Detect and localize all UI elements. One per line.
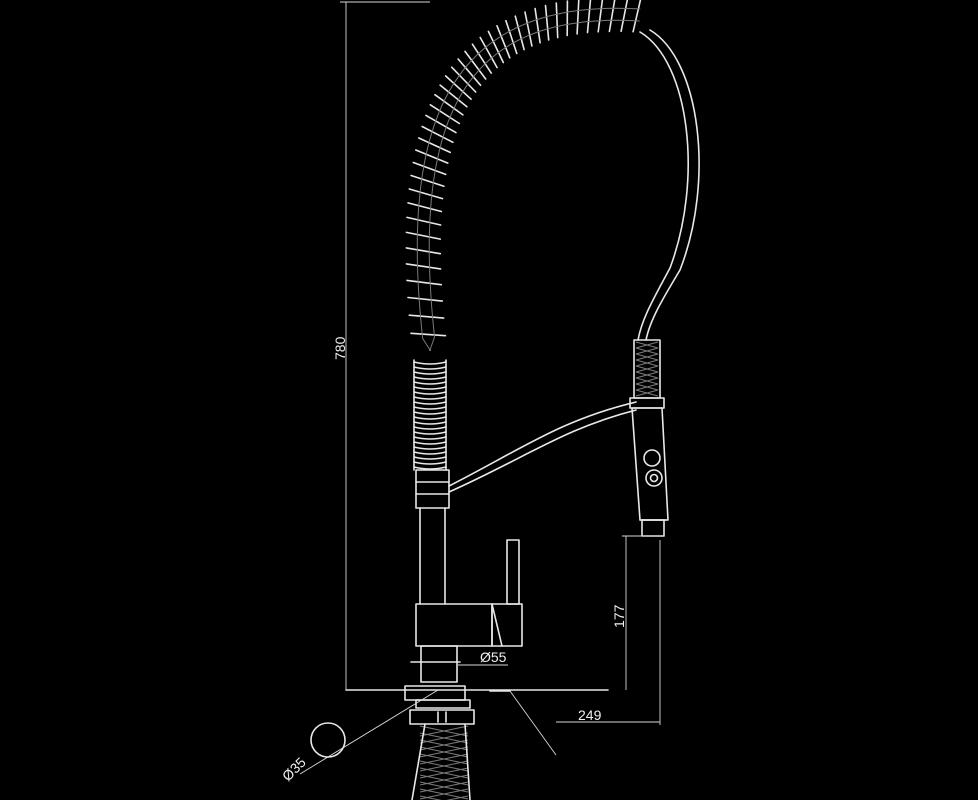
hole-symbol (310, 722, 346, 758)
lever-handle (506, 539, 520, 605)
corrugated-hose (413, 359, 447, 471)
dim-spray-height: 177 (611, 604, 627, 628)
spray-arm (448, 401, 637, 493)
spray-button-bottom (645, 469, 663, 487)
dim-total-height: 780 (332, 336, 348, 360)
mixer-body (410, 539, 523, 683)
dim-reach: 249 (578, 707, 602, 723)
spring-coil (405, 0, 642, 351)
dim-base-diameter: Ø55 (480, 649, 507, 665)
dimension-lines (299, 1, 661, 775)
flex-hose (633, 29, 700, 399)
dim-hole-diameter: Ø35 (279, 754, 309, 784)
spray-head (629, 397, 669, 537)
deck-base (345, 685, 609, 800)
spray-button-top (643, 449, 661, 467)
spout-tube (415, 469, 450, 605)
